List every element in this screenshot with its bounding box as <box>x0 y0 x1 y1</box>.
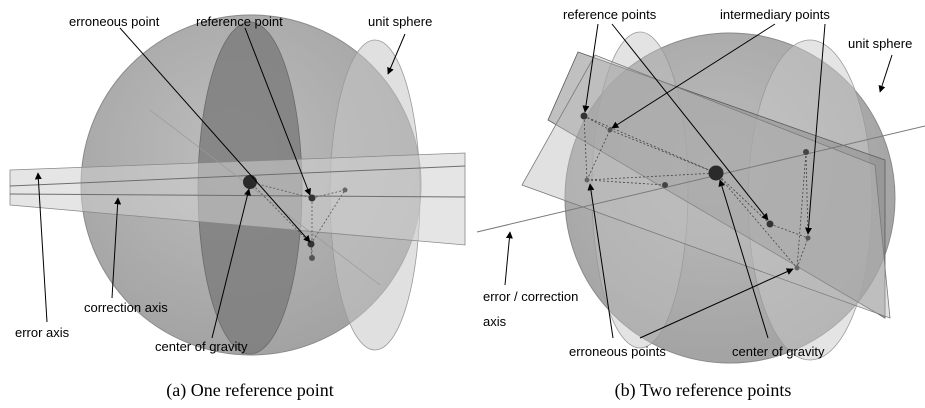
correction-axis-line-a <box>9 165 466 187</box>
label-reference-points: reference points <box>563 7 657 22</box>
label-erroneous-point: erroneous point <box>69 14 160 29</box>
label-reference-point: reference point <box>196 14 283 29</box>
aux-point-b1 <box>662 182 668 188</box>
panel-b: reference points intermediary points uni… <box>476 7 925 401</box>
label-error-correction-axis-line2: axis <box>483 314 507 329</box>
annotation-arrows-a <box>34 27 406 339</box>
aux-point-a <box>309 255 315 261</box>
label-erroneous-points: erroneous points <box>569 344 666 359</box>
intermediary-point-b2 <box>805 235 811 241</box>
caption-b: (b) Two reference points <box>615 380 792 401</box>
erroneous-point-a <box>307 240 315 248</box>
caption-a: (a) One reference point <box>166 380 333 401</box>
erroneous-point-b2 <box>794 265 800 271</box>
aux-point-a2 <box>342 187 348 193</box>
label-unit-sphere-a: unit sphere <box>368 14 432 29</box>
intermediary-point-b1 <box>607 127 613 133</box>
correction-plane-a <box>9 152 466 246</box>
label-center-of-gravity-a: center of gravity <box>155 339 248 354</box>
point-connections-a <box>249 181 346 259</box>
annotation-arrows-b <box>504 23 893 339</box>
dark-plane-b <box>547 51 886 319</box>
panel-a: erroneous point reference point unit sph… <box>9 14 466 401</box>
center-of-gravity-point-b <box>708 165 724 181</box>
label-center-of-gravity-b: center of gravity <box>732 344 825 359</box>
center-of-gravity-point-a <box>243 175 257 189</box>
reference-point-a <box>308 194 316 202</box>
label-intermediary-points: intermediary points <box>720 7 830 22</box>
label-error-correction-axis-line1: error / correction <box>483 289 578 304</box>
label-unit-sphere-b: unit sphere <box>848 36 912 51</box>
erroneous-point-b1 <box>584 177 590 183</box>
error-axis-line-a <box>9 193 466 198</box>
error-correction-axis-line-b <box>476 125 925 233</box>
reference-point-b2 <box>766 220 774 228</box>
label-correction-axis: correction axis <box>84 300 168 315</box>
aux-point-b2 <box>803 149 809 155</box>
reference-point-b1 <box>580 112 588 120</box>
label-error-axis: error axis <box>15 325 70 340</box>
